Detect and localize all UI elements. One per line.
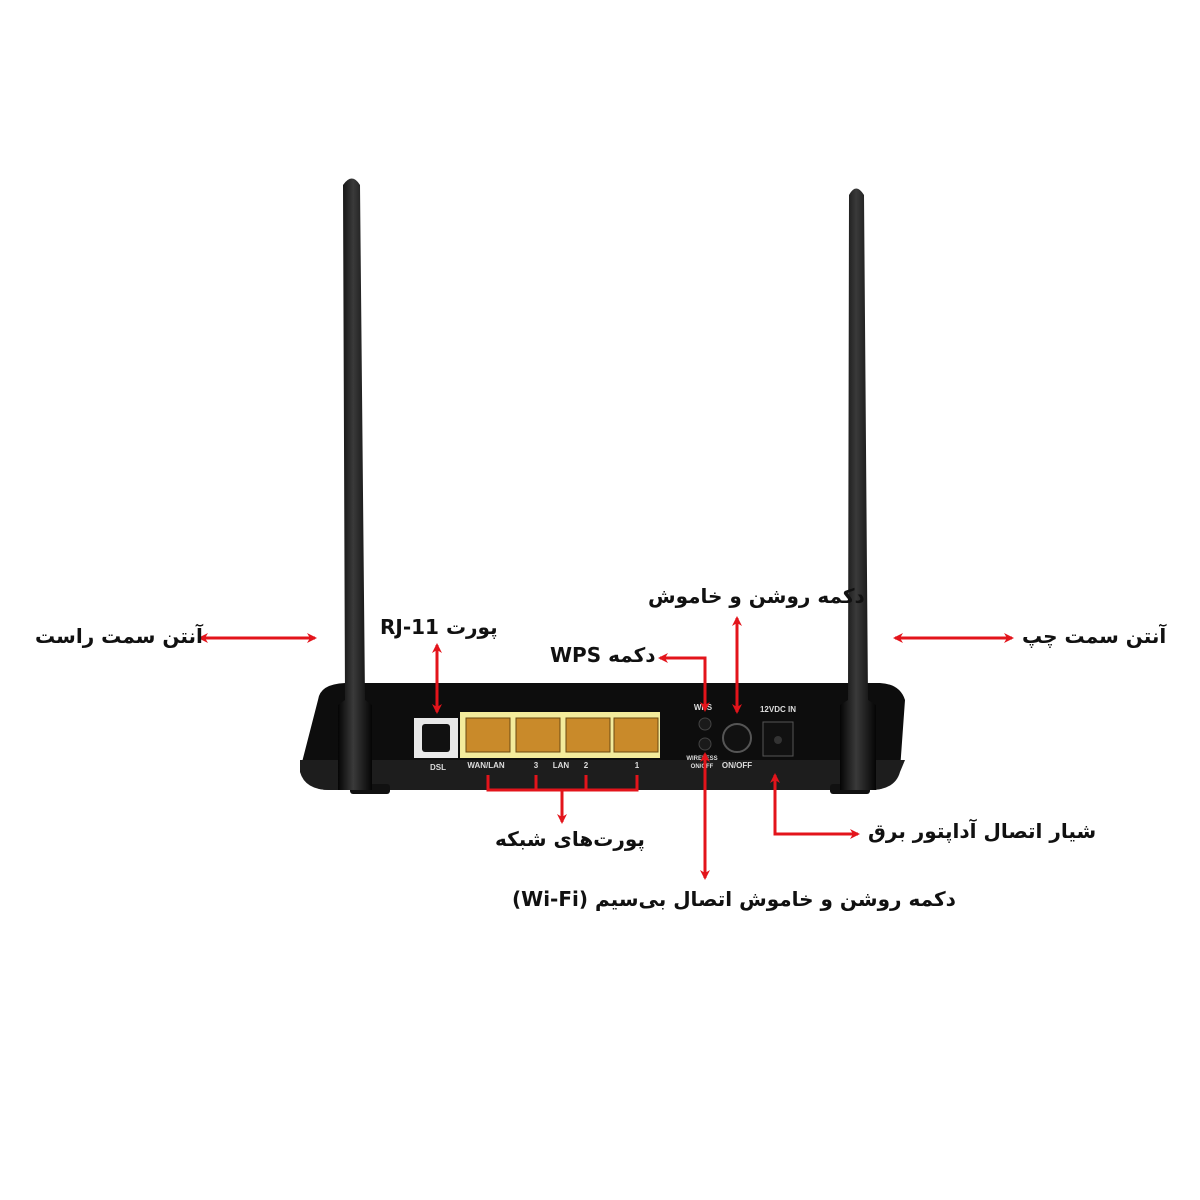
panel-label-port3: 3 [534, 761, 539, 770]
label-rj11-port: پورت RJ-11 [380, 615, 498, 639]
power-button [722, 723, 752, 753]
wifi-button [698, 737, 712, 751]
panel-label-wps: WPS [694, 703, 713, 712]
lan-ports [465, 717, 659, 753]
label-power-button: دکمه روشن و خاموش [648, 584, 865, 608]
panel-label-port2: 2 [584, 761, 589, 770]
label-right-antenna: آنتن سمت راست [35, 624, 203, 648]
panel-label-onoff: ON/OFF [722, 761, 752, 770]
panel-label-power-in: 12VDC IN [760, 705, 796, 714]
label-left-antenna: آنتن سمت چپ [1022, 624, 1167, 648]
label-power-adapter-jack: شیار اتصال آداپتور برق [868, 819, 1097, 843]
panel-label-lan: LAN [553, 761, 570, 770]
wps-button [698, 717, 712, 731]
panel-label-wireless: WIRELESS [686, 756, 717, 762]
label-wps-button: دکمه WPS [550, 643, 656, 667]
dsl-port [414, 718, 458, 758]
arrow-power-jack [770, 773, 860, 839]
label-network-ports: پورت‌های شبکه [495, 827, 645, 851]
arrow-wps [658, 653, 710, 712]
panel-label-port1: 1 [635, 761, 640, 770]
panel-label-wan-lan: WAN/LAN [467, 761, 505, 770]
left-antenna [840, 188, 876, 790]
right-antenna [338, 178, 372, 790]
label-wifi-button: دکمه روشن و خاموش اتصال بی‌سیم (Wi-Fi) [512, 887, 956, 911]
panel-label-wireless-onoff: ON/OFF [691, 764, 714, 770]
callout-arrows [198, 616, 1014, 880]
panel-label-dsl: DSL [430, 763, 446, 772]
